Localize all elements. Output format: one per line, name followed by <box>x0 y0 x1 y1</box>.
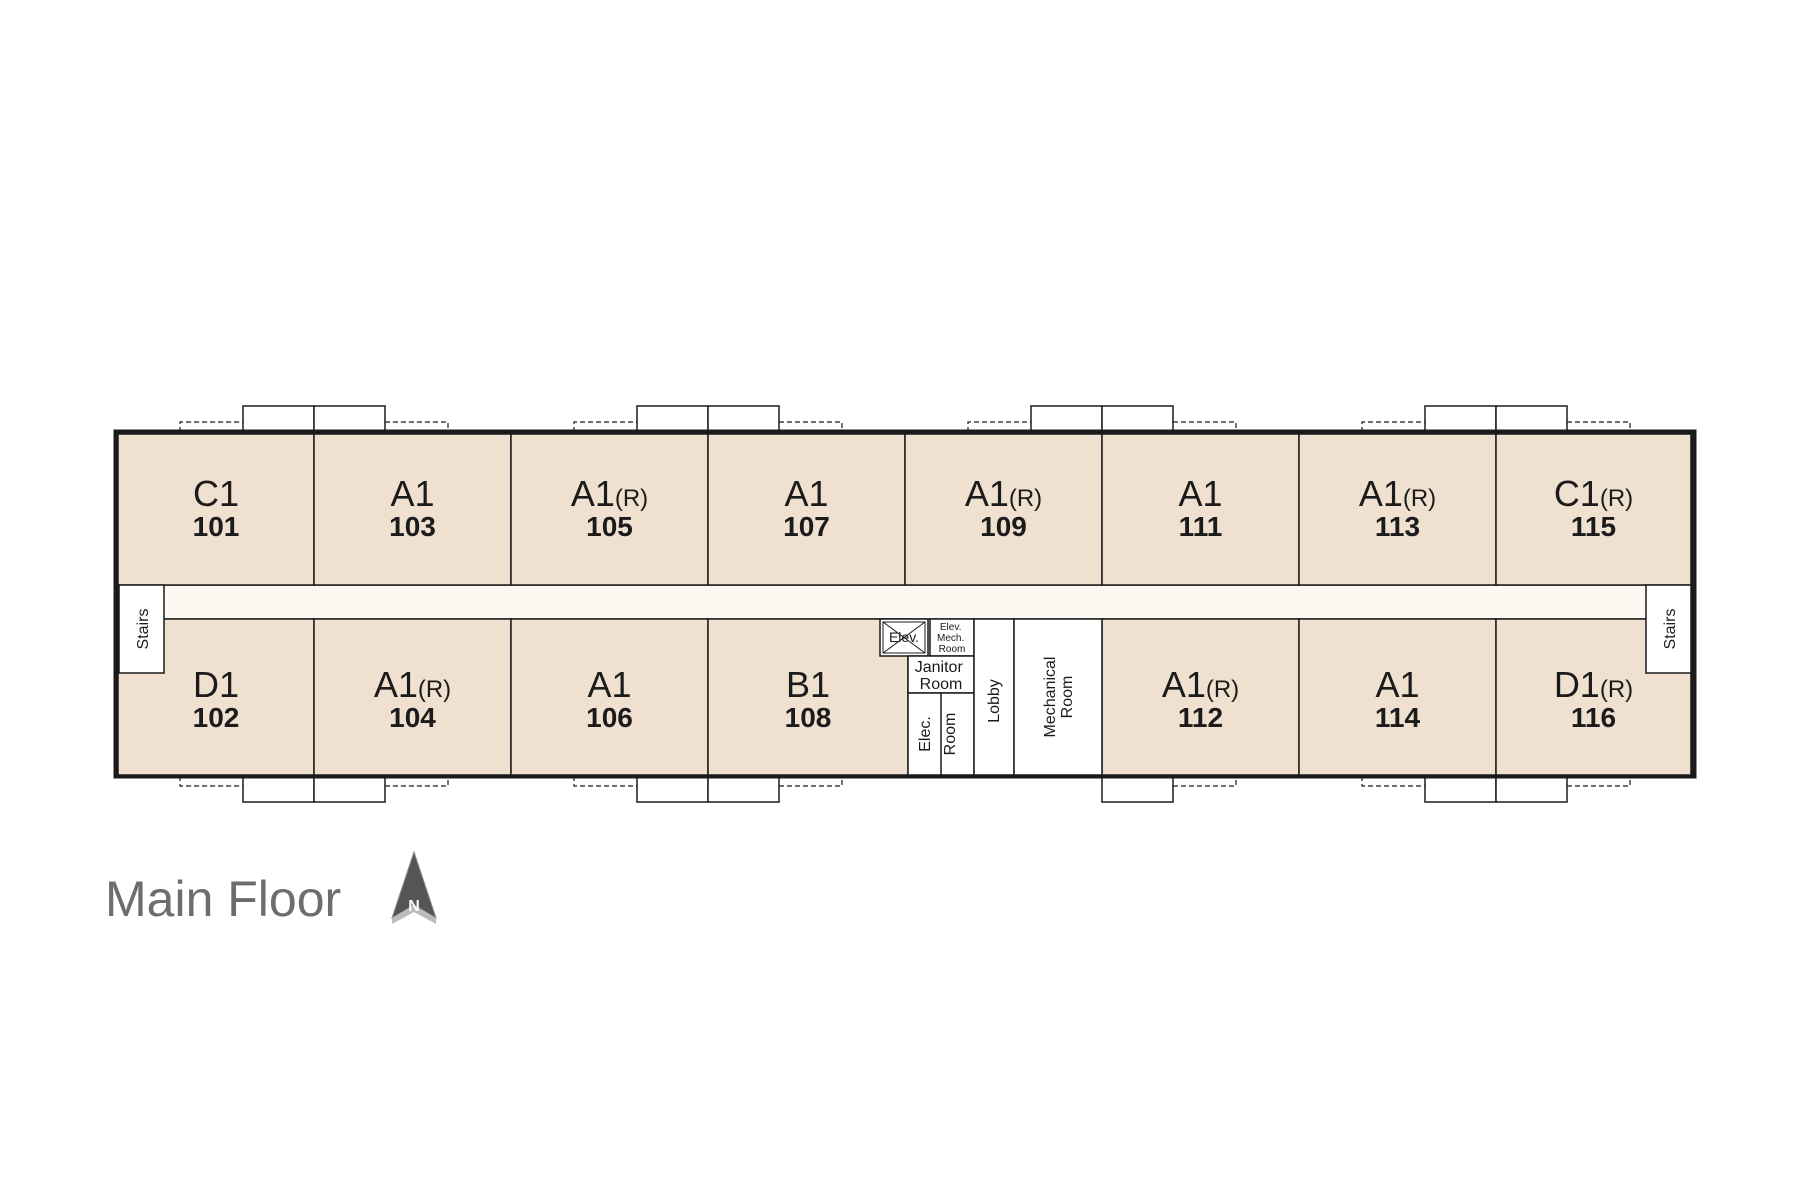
balcony-outline-dashed <box>179 776 243 787</box>
floor-title: Main Floor <box>105 871 341 927</box>
unit-112-number: 112 <box>1178 702 1223 733</box>
balcony-outline-dashed <box>967 421 1031 432</box>
balcony <box>313 405 386 433</box>
unit-105-type: A1(R) <box>571 473 648 514</box>
unit-113[interactable] <box>1298 433 1497 586</box>
stairs-west-label: Stairs <box>135 609 152 650</box>
janitor-room-label: Janitor Room <box>915 659 967 693</box>
unit-107[interactable] <box>707 433 906 586</box>
unit-101[interactable] <box>117 433 315 586</box>
balcony <box>707 405 780 433</box>
elevator-label: Elev. <box>889 629 919 645</box>
unit-115-type: C1(R) <box>1554 473 1633 514</box>
unit-101-number: 101 <box>193 511 240 542</box>
balcony <box>1495 405 1568 433</box>
balcony <box>707 775 780 803</box>
lobby[interactable] <box>973 618 1015 776</box>
units-north-row: C1101A1103A1(R)105A1107A1(R)109A1111A1(R… <box>117 433 1692 586</box>
unit-113-type: A1(R) <box>1359 473 1436 514</box>
unit-104-type: A1(R) <box>374 664 451 705</box>
balcony-outline-dashed <box>1173 421 1237 432</box>
balcony <box>242 405 315 433</box>
unit-103-type: A1 <box>390 473 434 514</box>
balcony <box>636 405 709 433</box>
mechanical-room-label-2: Room <box>1059 676 1076 719</box>
unit-111-type: A1 <box>1178 473 1222 514</box>
elevator-shaft-box <box>882 621 926 654</box>
unit-104-number: 104 <box>389 702 436 733</box>
unit-111-number: 111 <box>1179 511 1223 542</box>
unit-108-number: 108 <box>785 702 832 733</box>
unit-108[interactable] <box>707 618 909 776</box>
unit-105[interactable] <box>510 433 709 586</box>
unit-101-type: C1 <box>193 473 239 514</box>
balcony-outline-dashed <box>1173 776 1237 787</box>
balconies <box>179 405 1631 803</box>
unit-113-number: 113 <box>1375 511 1420 542</box>
balcony <box>1030 405 1103 433</box>
north-arrow-label: N <box>408 898 420 915</box>
unit-106-number: 106 <box>586 702 633 733</box>
unit-114[interactable] <box>1298 618 1497 776</box>
stairs-east-label: Stairs <box>1662 609 1679 650</box>
balcony <box>1424 405 1497 433</box>
unit-114-number: 114 <box>1375 702 1421 733</box>
balcony <box>313 775 386 803</box>
unit-106[interactable] <box>510 618 709 776</box>
unit-115-number: 115 <box>1571 511 1616 542</box>
balcony-outline-dashed <box>779 421 843 432</box>
unit-102-type: D1 <box>193 664 239 705</box>
unit-103-number: 103 <box>389 511 436 542</box>
unit-116-number: 116 <box>1571 702 1616 733</box>
unit-106-type: A1 <box>587 664 631 705</box>
unit-104[interactable] <box>313 618 512 776</box>
unit-109-number: 109 <box>980 511 1027 542</box>
unit-116-type: D1(R) <box>1554 664 1633 705</box>
unit-112-type: A1(R) <box>1162 664 1239 705</box>
balcony-outline-dashed <box>385 776 449 787</box>
elec-room-label-2: Room <box>942 713 959 756</box>
balcony <box>636 775 709 803</box>
mechanical-room[interactable] <box>1013 618 1103 776</box>
north-arrow-icon: N <box>391 850 437 924</box>
unit-107-number: 107 <box>783 511 830 542</box>
balcony-outline-dashed <box>573 421 637 432</box>
unit-109[interactable] <box>904 433 1103 586</box>
balcony-outline-dashed <box>1567 776 1631 787</box>
unit-105-number: 105 <box>586 511 633 542</box>
stairs-east[interactable] <box>1645 584 1692 674</box>
balcony-outline-dashed <box>779 776 843 787</box>
stairs-west[interactable] <box>118 584 165 674</box>
balcony-outline-dashed <box>1361 421 1425 432</box>
elec-room-label-1: Elec. <box>917 716 934 752</box>
elev-mech-room[interactable] <box>929 618 975 657</box>
unit-107-type: A1 <box>784 473 828 514</box>
unit-115[interactable] <box>1495 433 1692 586</box>
balcony-outline-dashed <box>573 776 637 787</box>
unit-114-type: A1 <box>1375 664 1419 705</box>
unit-103[interactable] <box>313 433 512 586</box>
balcony-outline-dashed <box>179 421 243 432</box>
balcony-outline-dashed <box>1567 421 1631 432</box>
lobby-label: Lobby <box>986 679 1003 723</box>
service-core: Stairs Stairs Elev. Elev. Mech. Room Jan… <box>118 584 1692 776</box>
elev-mech-room-label: Elev. Mech. Room <box>937 622 967 655</box>
balcony <box>1101 775 1174 803</box>
mechanical-room-label-1: Mechanical <box>1042 657 1059 738</box>
balcony <box>1101 405 1174 433</box>
balcony-outline-dashed <box>385 421 449 432</box>
unit-112[interactable] <box>1101 618 1300 776</box>
unit-111[interactable] <box>1101 433 1300 586</box>
unit-102-number: 102 <box>193 702 240 733</box>
balcony <box>1495 775 1568 803</box>
corridor <box>117 584 1692 620</box>
balcony <box>1424 775 1497 803</box>
balcony <box>242 775 315 803</box>
unit-109-type: A1(R) <box>965 473 1042 514</box>
unit-108-type: B1 <box>786 664 830 705</box>
balcony-outline-dashed <box>1361 776 1425 787</box>
elevator-cross-b <box>882 621 926 654</box>
